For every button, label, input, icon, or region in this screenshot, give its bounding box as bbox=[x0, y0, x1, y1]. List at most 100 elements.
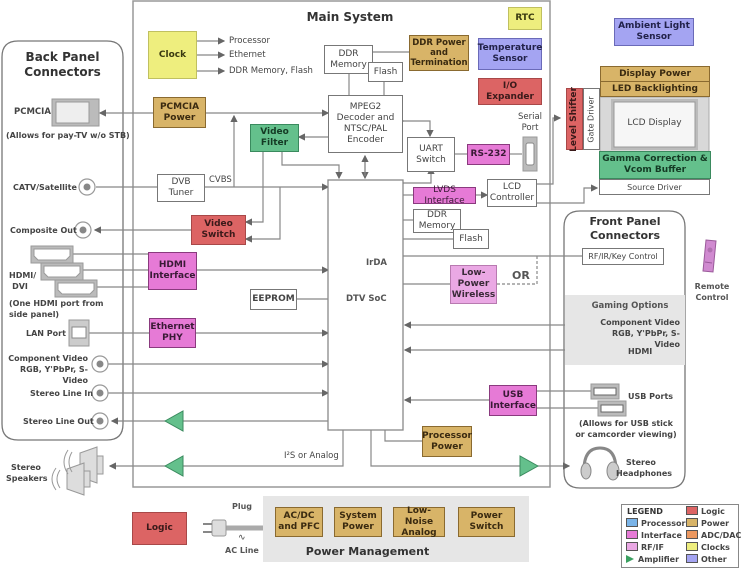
or-label: OR bbox=[512, 269, 530, 282]
processor-power-block: Processor Power bbox=[422, 426, 472, 457]
legend-swatch bbox=[686, 542, 698, 551]
pcmcia-note: (Allows for pay-TV w/o STB) bbox=[6, 131, 130, 140]
rca-jack-icon bbox=[91, 412, 109, 430]
video-filter-block: Video Filter bbox=[250, 124, 299, 152]
back-panel-title: Back Panel Connectors bbox=[24, 50, 101, 79]
headphones-icon bbox=[580, 446, 620, 481]
ac-symbol: ∿ bbox=[238, 533, 246, 543]
plug-icon bbox=[203, 519, 227, 537]
legend-item-amplifier: Amplifier bbox=[626, 554, 679, 565]
pcmcia-card-icon bbox=[51, 98, 100, 127]
back-panel-frame bbox=[1, 40, 124, 441]
eeprom-block: EEPROM bbox=[250, 289, 297, 310]
rf-ir-key-control-block: RF/IR/Key Control bbox=[582, 248, 664, 265]
temperature-sensor-block: Temperature Sensor bbox=[478, 38, 542, 70]
irda-label: IrDA bbox=[366, 258, 387, 268]
legend-item-label: Amplifier bbox=[638, 555, 680, 564]
level-shifter-label: Level Shifter bbox=[569, 86, 580, 152]
stereo-headphones-label: Stereo Headphones bbox=[616, 458, 673, 478]
legend-swatch bbox=[686, 518, 698, 527]
gaming-options-label: Gaming Options bbox=[591, 301, 669, 311]
lcd-panel bbox=[599, 96, 710, 153]
legend-item-logic: Logic bbox=[686, 506, 725, 517]
stereo-line-in-label: Stereo Line In bbox=[30, 389, 94, 398]
legend-item-label: Processor bbox=[641, 519, 686, 528]
legend-item-processor: Processor bbox=[626, 518, 685, 529]
lan-port-icon bbox=[68, 319, 90, 347]
dvb-tuner-block: DVB Tuner bbox=[157, 174, 205, 202]
ddr-power-block: DDR Power and Termination bbox=[409, 35, 469, 71]
legend-item-label: RF/IF bbox=[641, 543, 664, 552]
uart-switch-block: UART Switch bbox=[407, 137, 455, 172]
clock-output-ddr: DDR Memory, Flash bbox=[229, 66, 313, 76]
rca-jack-icon bbox=[74, 221, 92, 239]
stereo-speakers-label: Stereo Speakers bbox=[6, 463, 48, 483]
rca-jack-icon bbox=[91, 384, 109, 402]
legend-item-other: Other bbox=[686, 554, 727, 565]
flash-top-block: Flash bbox=[368, 62, 403, 82]
dtv-soc-block bbox=[327, 179, 404, 431]
dtv-soc-label: DTV SoC bbox=[346, 294, 387, 304]
io-expander-block: I/O Expander bbox=[478, 78, 542, 105]
main-system-title: Main System bbox=[306, 10, 394, 24]
gamma-correction-block: Gamma Correction & Vcom Buffer bbox=[599, 151, 711, 179]
legend-swatch bbox=[686, 506, 698, 515]
legend-item-interface: Interface bbox=[626, 530, 682, 541]
usb-port-icon bbox=[597, 400, 627, 417]
acdc-pfc-block: AC/DC and PFC bbox=[275, 507, 323, 537]
amplifier-swatch-icon bbox=[626, 555, 634, 563]
plug-label: Plug bbox=[232, 502, 253, 511]
lvds-interface-block: LVDS Interface bbox=[413, 185, 476, 206]
legend-item-label: Logic bbox=[701, 507, 725, 516]
video-switch-block: Video Switch bbox=[191, 215, 246, 245]
flash-bottom-block: Flash bbox=[453, 229, 489, 249]
led-backlighting-block: LED Backlighting bbox=[600, 81, 710, 97]
hdmi-front-label: HDMI bbox=[628, 347, 653, 356]
system-power-block: System Power bbox=[334, 507, 382, 537]
legend-item-clocks: Clocks bbox=[686, 542, 730, 553]
legend-swatch bbox=[686, 554, 698, 563]
cvbs-label: CVBS bbox=[209, 175, 232, 185]
gate-driver-label: Gate Driver bbox=[587, 95, 597, 143]
component-video-back-label: Component Video RGB, Y'PbPr, S-Video bbox=[8, 354, 88, 385]
hdmi-dvi-label: HDMI/ DVI bbox=[9, 271, 37, 291]
serial-port-label: Serial Port bbox=[517, 112, 543, 133]
usb-port-icon bbox=[590, 383, 620, 400]
legend-item-label: Interface bbox=[641, 531, 682, 540]
amplifier-icon bbox=[163, 455, 184, 477]
gate-driver-block: Gate Driver bbox=[583, 88, 600, 150]
mpeg2-block: MPEG2 Decoder and NTSC/PAL Encoder bbox=[328, 95, 403, 153]
ddr-memory-top-block: DDR Memory bbox=[324, 45, 373, 74]
clock-block: Clock bbox=[148, 31, 197, 79]
legend-item-adc-dac: ADC/DAC bbox=[686, 530, 741, 541]
pcmcia-power-block: PCMCIA Power bbox=[153, 97, 206, 128]
clock-output-processor: Processor bbox=[229, 36, 270, 46]
legend-swatch bbox=[626, 530, 638, 539]
legend-swatch bbox=[626, 542, 638, 551]
clock-output-ethernet: Ethernet bbox=[229, 50, 266, 60]
hdmi-port-icon bbox=[54, 279, 98, 298]
i2s-label: I²S or Analog bbox=[284, 451, 339, 461]
gaming-options-area bbox=[565, 295, 685, 365]
front-panel-title: Front Panel Connectors bbox=[589, 215, 661, 242]
low-noise-analog-block: Low-Noise Analog bbox=[393, 506, 445, 538]
catv-label: CATV/Satellite bbox=[13, 183, 77, 192]
speaker-icon bbox=[51, 446, 104, 496]
level-shifter-block: Level Shifter bbox=[566, 86, 583, 152]
ambient-light-sensor-block: Ambient Light Sensor bbox=[614, 18, 694, 46]
rca-jack-icon bbox=[91, 355, 109, 373]
composite-out-label: Composite Out bbox=[10, 226, 77, 235]
legend-item-label: Other bbox=[701, 555, 727, 564]
lcd-display-label: LCD Display bbox=[627, 117, 682, 128]
logic-block: Logic bbox=[132, 512, 187, 545]
ethernet-phy-block: Ethernet PHY bbox=[149, 318, 196, 348]
rtc-block: RTC bbox=[508, 7, 542, 30]
main-system-frame bbox=[132, 0, 551, 488]
ac-line-label: AC Line bbox=[225, 546, 259, 555]
legend-title: LEGEND bbox=[627, 507, 663, 516]
lan-port-label: LAN Port bbox=[26, 329, 66, 338]
legend-item-power: Power bbox=[686, 518, 729, 529]
hdmi-interface-block: HDMI Interface bbox=[148, 252, 197, 290]
remote-control-icon bbox=[702, 239, 717, 273]
